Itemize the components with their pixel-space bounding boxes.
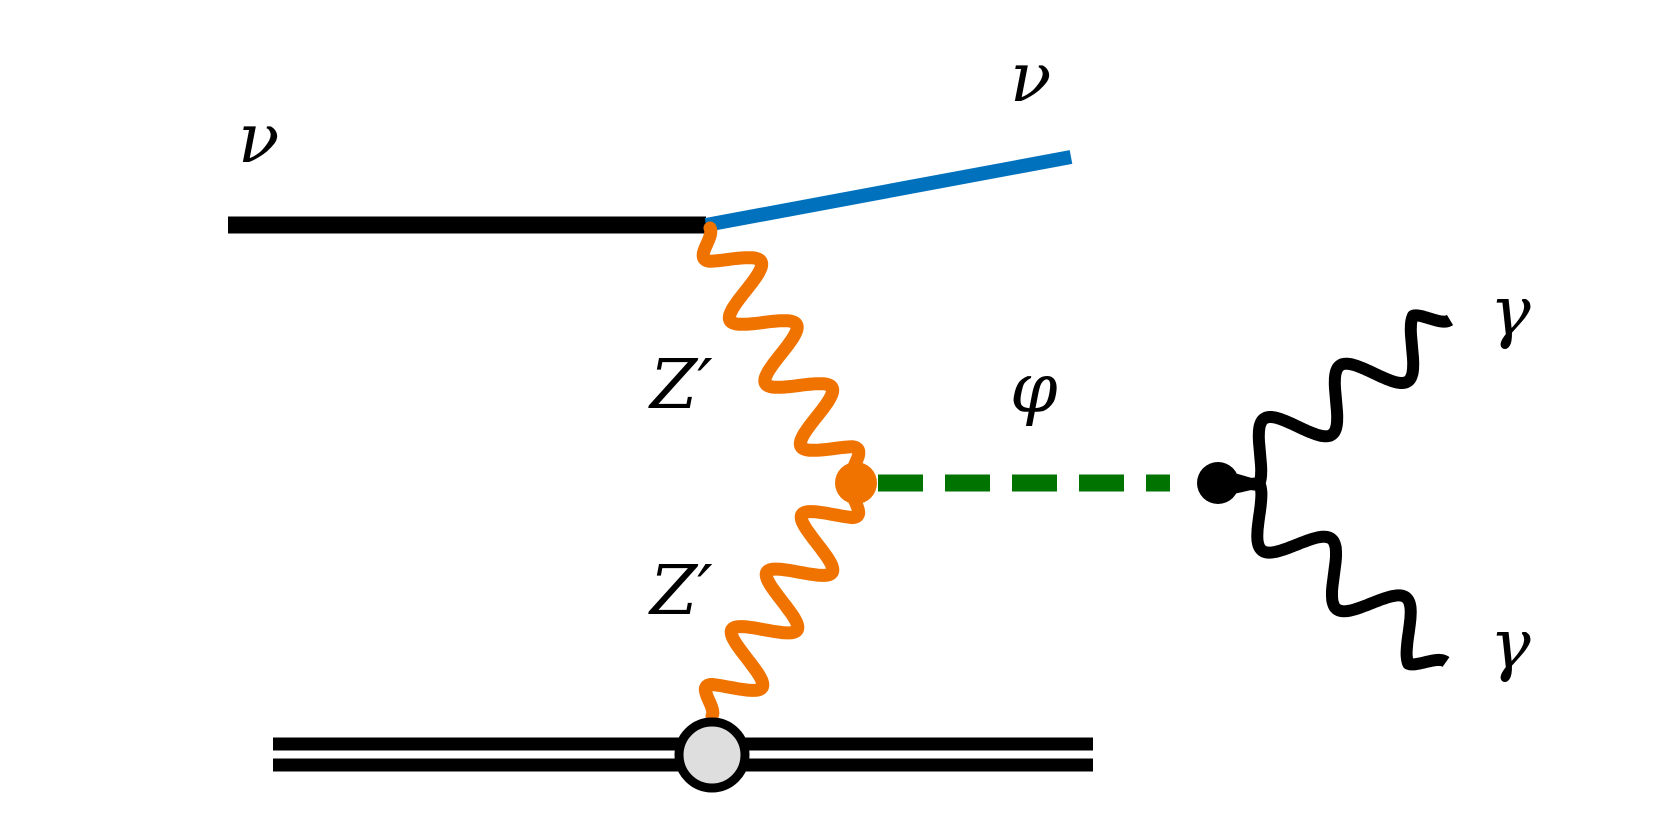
label-outgoing-neutrino: ν — [1010, 39, 1051, 118]
photon-upper-line — [1217, 309, 1455, 491]
label-scalar-phi: φ — [1010, 350, 1058, 429]
photon-lower-line — [1217, 477, 1451, 671]
label-zprime-lower: Z′ — [648, 552, 713, 631]
nucleus-vertex-blob — [674, 717, 750, 793]
outgoing-neutrino-line — [704, 150, 1073, 232]
zprime-lower-propagator — [698, 479, 866, 723]
label-photon-lower: γ — [1490, 606, 1531, 685]
label-incoming-neutrino: ν — [238, 100, 279, 179]
zprime-upper-propagator — [696, 221, 866, 487]
label-zprime-upper: Z′ — [648, 346, 713, 425]
zprime-zprime-phi-vertex — [835, 462, 877, 504]
label-photon-upper: γ — [1490, 273, 1531, 352]
phi-gamma-gamma-vertex — [1197, 462, 1239, 504]
